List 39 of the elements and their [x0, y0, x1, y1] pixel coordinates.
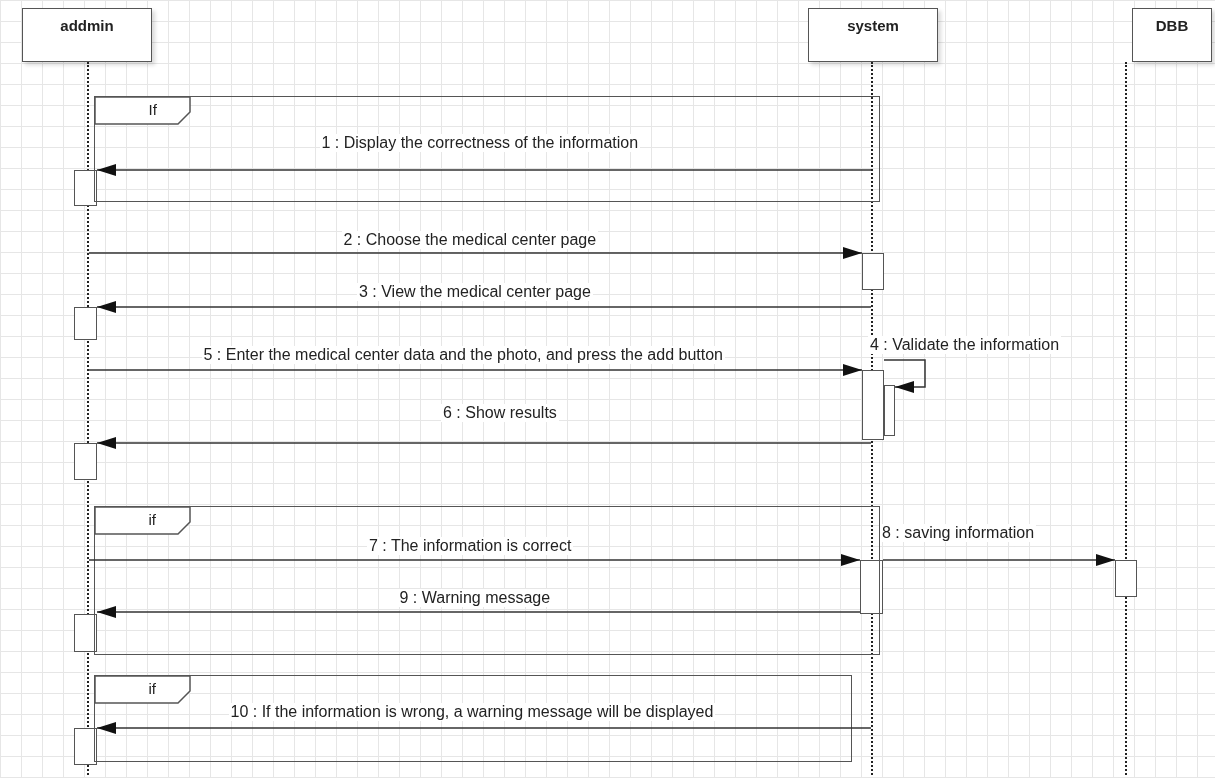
message-label: 6 : Show results: [441, 404, 559, 422]
activation-bar: [74, 443, 97, 480]
participant-name: system: [847, 17, 899, 34]
message-arrow: [96, 722, 872, 734]
message-label: 10 : If the information is wrong, a warning message will be displayed: [228, 703, 716, 721]
lifeline-head-box: [1132, 8, 1212, 62]
message-arrow: [883, 359, 926, 393]
message-label: 8 : saving information: [880, 524, 1037, 542]
activation-bar: [74, 307, 97, 340]
lifeline-head-box: [808, 8, 938, 62]
message-label: 9 : Warning message: [397, 589, 553, 607]
participant-name: addmin: [60, 17, 114, 34]
message-arrow: [96, 437, 872, 449]
fragment-operator-tag: if: [93, 674, 192, 705]
activation-bar: [74, 728, 97, 765]
activation-bar: [860, 560, 883, 614]
activation-bar: [862, 370, 884, 440]
message-arrow: [96, 164, 872, 176]
message-arrow: [88, 364, 863, 376]
message-arrow: [96, 606, 861, 618]
message-label: 2 : Choose the medical center page: [341, 231, 599, 249]
message-label: 3 : View the medical center page: [357, 283, 593, 301]
message-arrow: [882, 554, 1116, 566]
activation-bar: [1115, 560, 1137, 597]
message-label: 1 : Display the correctness of the information: [319, 134, 641, 152]
activation-bar: [884, 385, 895, 436]
fragment-operator-tag: If: [93, 95, 192, 126]
message-label: 7 : The information is correct: [367, 537, 574, 555]
participant-name: DBB: [1155, 17, 1189, 34]
activation-bar: [74, 614, 97, 652]
message-arrow: [88, 247, 863, 259]
activation-bar: [74, 170, 97, 206]
message-label: 5 : Enter the medical center data and the photo, and press the add button: [201, 346, 725, 364]
message-arrow: [88, 554, 861, 566]
lifeline-head-box: [22, 8, 152, 62]
activation-bar: [862, 253, 884, 290]
message-label: 4 : Validate the information: [868, 336, 1062, 354]
message-arrow: [96, 301, 872, 313]
fragment-operator-tag: if: [93, 505, 192, 536]
